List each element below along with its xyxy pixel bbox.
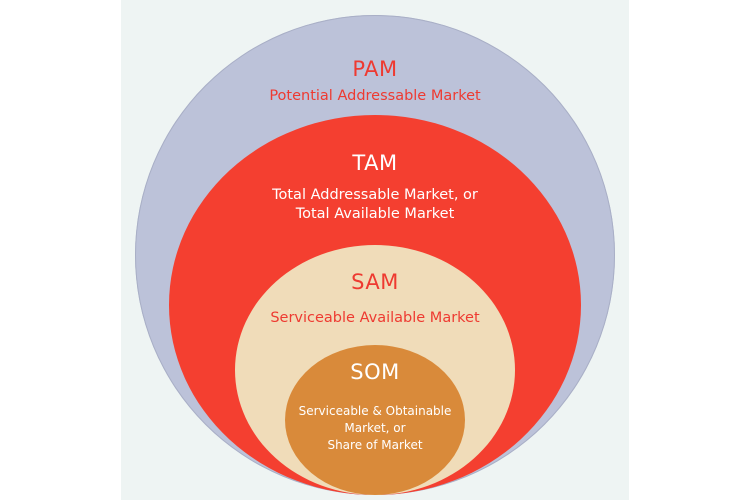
tam-title: TAM xyxy=(352,151,398,175)
som-description-line-2: Market, or xyxy=(344,421,406,435)
sam-description: Serviceable Available Market xyxy=(270,310,480,326)
som-description-line-1: Serviceable & Obtainable xyxy=(298,404,452,418)
som-title: SOM xyxy=(350,360,400,384)
pam-description: Potential Addressable Market xyxy=(269,88,481,104)
som-circle xyxy=(285,345,465,495)
pam-title: PAM xyxy=(352,57,398,81)
tam-description-line-1: Total Addressable Market, or xyxy=(272,187,478,203)
som-description-line-3: Share of Market xyxy=(327,438,423,452)
sam-title: SAM xyxy=(351,270,399,294)
tam-description-line-2: Total Available Market xyxy=(295,206,455,222)
